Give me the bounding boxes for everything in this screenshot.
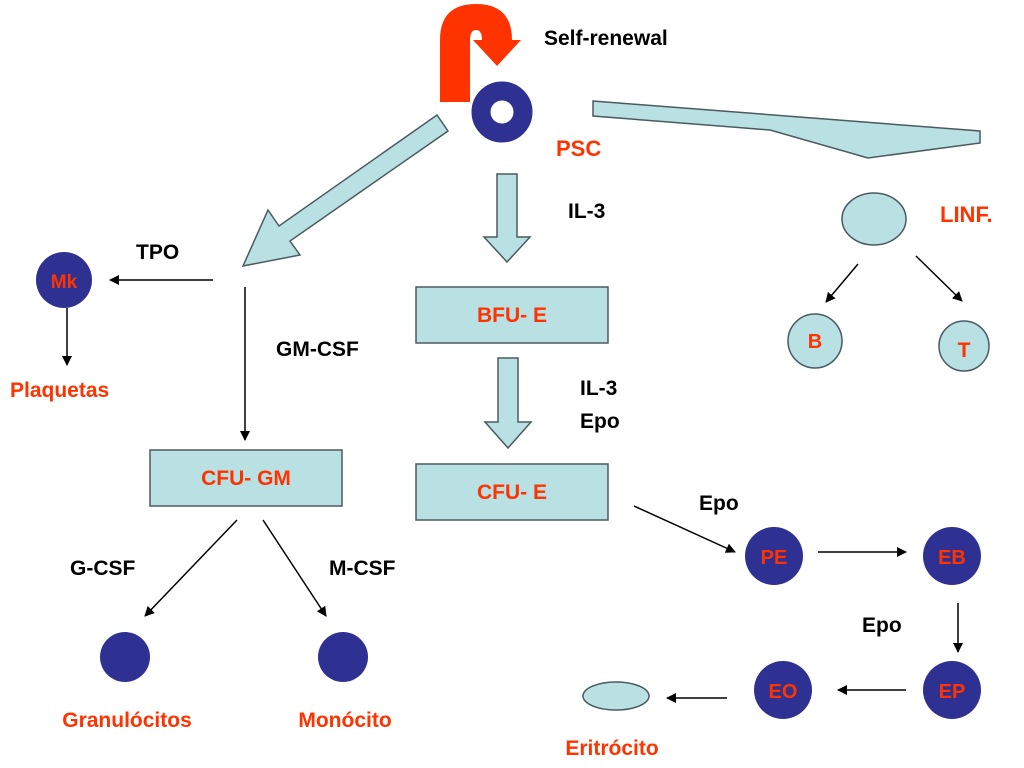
m-csf-arrow — [262, 519, 327, 617]
granulocyte-cell-icon — [100, 632, 150, 682]
t-label: T — [958, 339, 971, 362]
m-csf-label: M-CSF — [329, 557, 396, 580]
mk-cell-icon — [36, 252, 92, 308]
cfu-gm-box — [149, 449, 343, 507]
tpo-label: TPO — [136, 241, 179, 264]
eo-cell-icon — [754, 661, 812, 719]
cfu-e-box — [415, 463, 609, 521]
epo-mid-label: Epo — [580, 410, 620, 433]
bfu-e-label: BFU- E — [477, 304, 547, 327]
bfu-e-box — [415, 286, 609, 344]
erythrocyte-icon — [582, 681, 650, 711]
linf-to-b-arrow — [825, 263, 859, 303]
myeloid-diagonal-arrow-icon — [241, 113, 450, 268]
g-csf-arrow — [144, 519, 238, 617]
linf-label: LINF. — [940, 202, 993, 227]
cfu-e-to-pe-arrow — [633, 505, 736, 553]
t-cell-icon — [938, 320, 990, 372]
pe-cell-icon — [745, 527, 803, 585]
pe-label: PE — [761, 547, 788, 569]
eo-label: EO — [769, 681, 798, 703]
plaquetas-label: Plaquetas — [10, 379, 109, 402]
psc-label: PSC — [556, 136, 601, 161]
self-renewal-label: Self-renewal — [544, 27, 668, 50]
granulocitos-label: Granulócitos — [62, 709, 192, 732]
eb-cell-icon — [923, 527, 981, 585]
il3-down-arrow-icon — [482, 173, 532, 264]
ep-cell-icon — [923, 661, 981, 719]
linf-to-t-arrow — [915, 255, 963, 302]
epo-1-label: Epo — [699, 492, 739, 515]
b-label: B — [808, 331, 822, 353]
monocito-label: Monócito — [298, 709, 391, 732]
eb-label: EB — [938, 547, 966, 569]
gm-csf-label: GM-CSF — [276, 338, 359, 361]
il3-top-label: IL-3 — [568, 200, 605, 223]
eritrocito-label: Eritrócito — [565, 737, 658, 760]
cfu-gm-label: CFU- GM — [201, 467, 291, 490]
monocyte-cell-icon — [318, 632, 368, 682]
lymphoid-arrow-icon — [592, 100, 981, 159]
lymphoid-progenitor-icon — [841, 192, 907, 246]
cfu-e-label: CFU- E — [477, 481, 547, 504]
psc-cell-icon — [471, 81, 533, 143]
self-renewal-arrow-icon — [440, 4, 521, 102]
epo-2-label: Epo — [862, 614, 902, 637]
b-cell-icon — [787, 313, 843, 369]
mk-label: Mk — [51, 272, 78, 293]
g-csf-label: G-CSF — [70, 557, 136, 580]
il3-mid-label: IL-3 — [580, 377, 617, 400]
il3-epo-down-arrow-icon — [483, 357, 533, 450]
ep-label: EP — [939, 681, 966, 703]
